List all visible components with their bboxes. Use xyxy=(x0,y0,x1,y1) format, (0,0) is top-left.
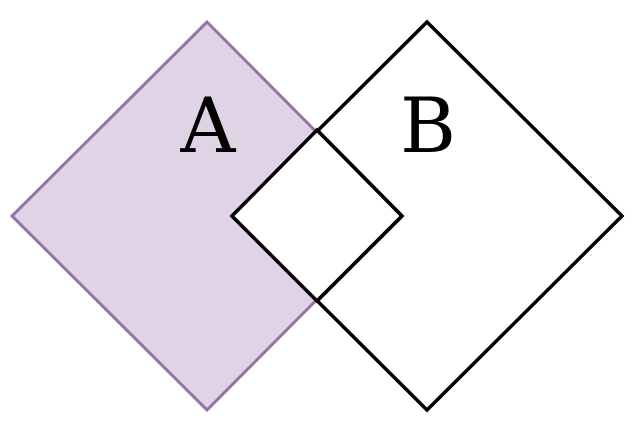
set-a-inner-edge xyxy=(315,128,404,218)
set-a-label: A xyxy=(180,81,237,170)
set-a-inner-edge xyxy=(315,214,404,303)
set-b-label: B xyxy=(400,81,456,170)
